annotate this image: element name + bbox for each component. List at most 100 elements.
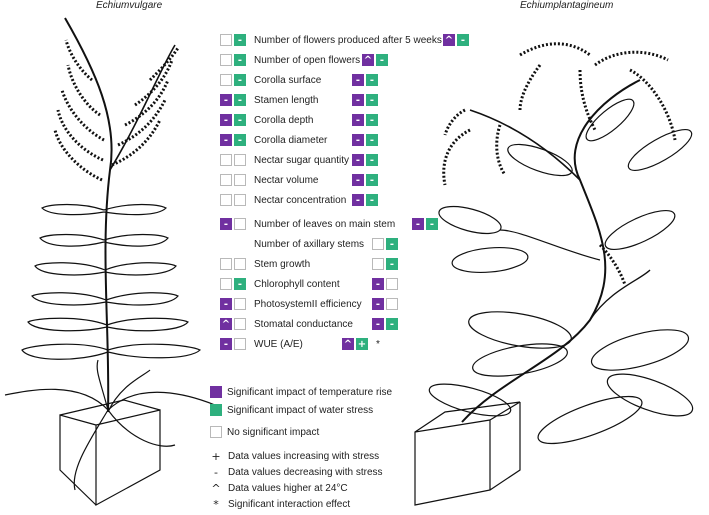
legend-temperature-swatch (210, 386, 222, 398)
water-box: - (234, 74, 246, 86)
water-box: - (386, 318, 398, 330)
trait-right-boxes: - (372, 256, 398, 272)
trait-right-boxes: -- (352, 132, 378, 148)
water-box: - (366, 114, 378, 126)
minus-symbol: - (214, 466, 218, 479)
trait-label: Nectar sugar quantity (254, 154, 350, 166)
trait-left-boxes: ^ (220, 316, 246, 332)
trait-label: Number of open flowers (254, 54, 361, 66)
temperature-box (372, 258, 384, 270)
legend-temperature: Significant impact of temperature rise (210, 386, 392, 398)
trait-left-boxes: - (220, 216, 246, 232)
water-box: - (386, 258, 398, 270)
temperature-box: - (220, 134, 232, 146)
temperature-box: - (220, 298, 232, 310)
trait-right-boxes: -- (352, 72, 378, 88)
trait-right-boxes: -- (412, 216, 438, 232)
trait-left-boxes (220, 256, 246, 272)
legend-symbol-plus: + Data values increasing with stress (210, 450, 379, 463)
trait-right-boxes: -- (352, 172, 378, 188)
trait-left-boxes: - (220, 336, 246, 352)
water-box: - (366, 154, 378, 166)
trait-label: Nectar volume (254, 174, 319, 186)
trait-right-boxes: -- (372, 316, 398, 332)
temperature-box: ^ (342, 338, 354, 350)
temperature-box: ^ (220, 318, 232, 330)
water-box: - (234, 34, 246, 46)
trait-left-boxes (220, 172, 246, 188)
temperature-box: ^ (443, 34, 455, 46)
trait-label: Stamen length (254, 94, 319, 106)
trait-left-boxes (220, 152, 246, 168)
trait-left-boxes: - (220, 32, 246, 48)
water-box (234, 298, 246, 310)
legend-temperature-label: Significant impact of temperature rise (227, 386, 393, 398)
legend-none-swatch (210, 426, 222, 438)
trait-right-boxes: - (372, 276, 398, 292)
trait-label: Nectar concentration (254, 194, 347, 206)
water-box: - (366, 74, 378, 86)
star-symbol: * (213, 498, 219, 511)
water-box (234, 174, 246, 186)
water-box: + (356, 338, 368, 350)
trait-right-boxes: -- (352, 92, 378, 108)
trait-left-boxes: -- (220, 132, 246, 148)
trait-label: Corolla diameter (254, 134, 328, 146)
temperature-box (220, 174, 232, 186)
temperature-box: - (372, 318, 384, 330)
water-box (234, 318, 246, 330)
temperature-box: - (412, 218, 424, 230)
caret-symbol: ^ (211, 482, 221, 495)
trait-label: Chlorophyll content (254, 278, 340, 290)
water-box: - (366, 134, 378, 146)
water-box: - (376, 54, 388, 66)
trait-label: WUE (A/E) (254, 338, 303, 350)
water-box (234, 258, 246, 270)
legend-symbol-caret: ^ Data values higher at 24°C (210, 482, 347, 495)
legend-symbol-plus-label: Data values increasing with stress (228, 451, 380, 462)
water-box: - (366, 94, 378, 106)
legend-water-label: Significant impact of water stress (227, 404, 374, 416)
trait-left-boxes: - (220, 72, 246, 88)
temperature-box: - (220, 338, 232, 350)
temperature-box (220, 54, 232, 66)
interaction-note: * (376, 338, 380, 350)
water-box: - (234, 54, 246, 66)
water-box: - (234, 134, 246, 146)
trait-right-boxes: ^- (443, 32, 469, 48)
water-box: - (234, 94, 246, 106)
trait-right-boxes: - (372, 296, 398, 312)
trait-label: Stomatal conductance (254, 318, 353, 330)
legend-none-label: No significant impact (227, 426, 320, 438)
plus-symbol: + (211, 450, 221, 463)
water-box (234, 194, 246, 206)
trait-left-boxes: - (220, 296, 246, 312)
legend-none: No significant impact (210, 426, 319, 438)
temperature-box: - (220, 94, 232, 106)
trait-right-boxes: ^- (362, 52, 388, 68)
temperature-box (220, 34, 232, 46)
echium-vulgare-flower-spikes (53, 39, 180, 182)
temperature-box: - (352, 94, 364, 106)
trait-label: Number of flowers produced after 5 weeks (254, 34, 442, 46)
water-box (386, 298, 398, 310)
trait-label: PhotosystemII efficiency (254, 298, 362, 310)
legend-water: Significant impact of water stress (210, 404, 373, 416)
trait-right-boxes: -- (352, 152, 378, 168)
water-box: - (386, 238, 398, 250)
water-box (234, 218, 246, 230)
trait-right-boxes: -- (352, 112, 378, 128)
legend-water-swatch (210, 404, 222, 416)
temperature-box: - (352, 154, 364, 166)
temperature-box: - (220, 114, 232, 126)
temperature-box: - (352, 174, 364, 186)
temperature-box: - (372, 298, 384, 310)
temperature-box: - (372, 278, 384, 290)
trait-left-boxes (220, 192, 246, 208)
water-box: - (366, 194, 378, 206)
water-box: - (234, 278, 246, 290)
trait-right-boxes: ^+ * (342, 336, 380, 352)
water-box: - (426, 218, 438, 230)
water-box (234, 338, 246, 350)
temperature-box: - (352, 114, 364, 126)
